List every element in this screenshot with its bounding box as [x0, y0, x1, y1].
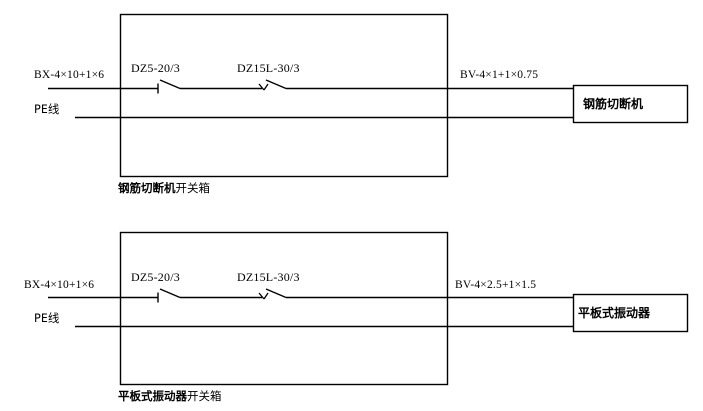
switchbox-rect-lower — [119, 231, 449, 386]
equipment-label-lower: 平板式振动器 — [578, 306, 651, 320]
breaker2-lower-blade — [265, 288, 287, 299]
switchbox-caption-upper-suffix: 开关箱 — [175, 181, 211, 195]
switchbox-caption-lower-equipment: 平板式振动器 — [118, 389, 187, 403]
breaker2-lower-arrow-left — [258, 292, 265, 300]
equipment-rect-lower — [572, 293, 689, 333]
breaker2-upper-blade — [265, 79, 287, 90]
breaker-label-lower-1: DZ5-20/3 — [131, 270, 180, 284]
outgoing-cable-label-lower: BV-4×2.5+1×1.5 — [455, 279, 537, 291]
breaker1-upper-blade — [159, 79, 181, 90]
switchbox-caption-upper: 钢筋切断机开关箱 — [118, 180, 210, 196]
breaker1-lower-blade — [159, 288, 181, 299]
pe-label-upper: PE线 — [34, 102, 60, 116]
breaker2-upper-arrow-right — [263, 83, 269, 91]
breaker2-upper-arrow-left — [258, 83, 265, 91]
equipment-label-upper: 钢筋切断机 — [583, 97, 644, 111]
supply-cable-label-upper: BX-4×10+1×6 — [34, 69, 105, 81]
breaker-label-upper-1: DZ5-20/3 — [131, 61, 180, 75]
switchbox-caption-upper-equipment: 钢筋切断机 — [118, 181, 176, 195]
switchbox-caption-lower: 平板式振动器开关箱 — [118, 388, 222, 404]
switchbox-caption-lower-suffix: 开关箱 — [187, 389, 222, 403]
outgoing-cable-label-upper: BV-4×1+1×0.75 — [460, 69, 539, 81]
breaker2-lower-arrow-right — [263, 292, 269, 300]
equipment-rect-upper — [572, 84, 689, 124]
switchbox-rect-upper — [119, 13, 449, 178]
breaker-label-lower-2: DZ15L-30/3 — [237, 270, 300, 284]
supply-cable-label-lower: BX-4×10+1×6 — [24, 279, 95, 291]
pe-label-lower: PE线 — [34, 311, 60, 325]
breaker-label-upper-2: DZ15L-30/3 — [237, 61, 300, 75]
